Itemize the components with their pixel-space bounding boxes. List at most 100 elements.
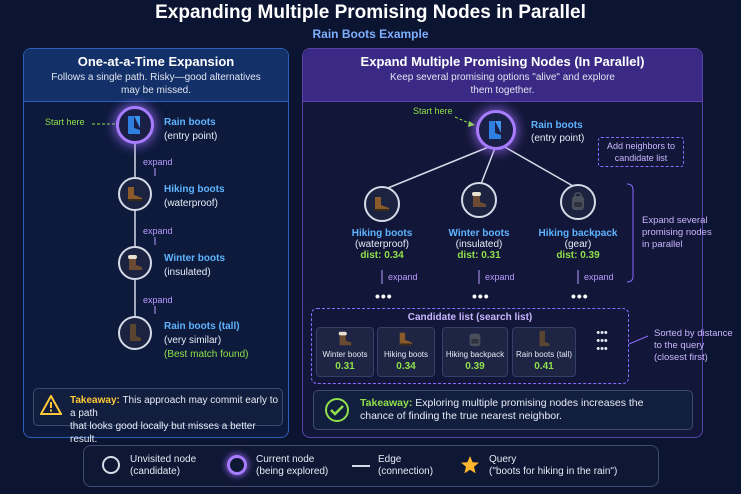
left-node-1-label: Rain boots <box>164 117 216 128</box>
left-node-hiking-boots <box>118 177 152 211</box>
right-child-2-dist: dist: 0.31 <box>457 250 501 261</box>
left-desc-line-1: Follows a single path. Risky—good altern… <box>51 72 261 83</box>
right-start-label: Start here <box>413 106 453 116</box>
add-note-line-2: candidate list <box>614 153 668 163</box>
left-node-4-label: Rain boots (tall) <box>164 321 240 332</box>
candidate-card: Rain boots (tall) 0.41 <box>512 327 576 377</box>
right-dots-1: ••• <box>375 288 393 304</box>
winter-boot-icon <box>128 255 142 270</box>
side-note-line-1: Expand several <box>642 215 708 226</box>
winter-boot-icon <box>338 331 352 346</box>
check-circle-icon <box>325 398 349 422</box>
right-takeaway-line-2: chance of finding the true nearest neigh… <box>360 410 562 422</box>
tall-rain-boot-icon <box>130 324 141 341</box>
right-child-2-label: Winter boots <box>448 228 510 239</box>
right-start-arrowhead <box>468 121 475 127</box>
candidate-list-title: Candidate list (search list) <box>407 312 533 323</box>
right-child-1-sub: (waterproof) <box>355 239 409 250</box>
candidate-name: Winter boots <box>322 350 368 359</box>
legend-query-line-1: Query <box>489 454 517 465</box>
hiking-boot-icon <box>128 187 142 201</box>
warning-icon <box>40 395 62 415</box>
left-desc-line-2: may be missed. <box>120 85 192 96</box>
sort-note-line-1: Sorted by distance <box>654 328 733 339</box>
right-child-3-text: Hiking backpack (gear) dist: 0.39 <box>538 228 618 261</box>
add-note-line-1: Add neighbors to <box>606 141 676 151</box>
hiking-boot-icon <box>399 332 413 346</box>
legend-edge-line-2: (connection) <box>378 466 434 477</box>
right-panel-header: Expand Multiple Promising Nodes (In Para… <box>303 49 702 102</box>
candidate-name: Rain boots (tall) <box>515 350 573 359</box>
right-expand-1: expand <box>388 272 418 282</box>
right-child-1-dist: dist: 0.34 <box>360 250 404 261</box>
left-takeaway-label: Takeaway: <box>70 395 120 406</box>
left-takeaway-line-2: that looks good locally but misses a bet… <box>70 421 256 445</box>
left-panel-title: One-at-a-Time Expansion <box>77 54 235 69</box>
right-child-3-dist: dist: 0.39 <box>556 250 600 261</box>
sort-note-line-3: (closest first) <box>654 352 708 363</box>
left-node-winter-boots <box>118 246 152 280</box>
right-node-rain-boots <box>476 110 516 150</box>
legend-current-line-1: Current node <box>256 454 315 465</box>
right-dots-2: ••• <box>472 288 490 304</box>
left-expand-1: expand <box>143 157 173 167</box>
legend-edge: Edge (connection) <box>378 454 433 478</box>
right-dots-3: ••• <box>571 288 589 304</box>
right-node-hiking-backpack <box>560 184 596 220</box>
diagram-subtitle: Rain Boots Example <box>312 27 429 41</box>
backpack-icon <box>572 192 584 210</box>
candidate-list-box: Candidate list (search list) Winter boot… <box>311 308 629 384</box>
legend-query: Query ("boots for hiking in the rain") <box>489 454 617 478</box>
left-takeaway-box: Takeaway: This approach may commit early… <box>33 388 283 445</box>
hiking-boot-icon <box>375 197 389 211</box>
left-node-2-label: Hiking boots <box>164 184 225 195</box>
candidate-more: ••• ••• ••• <box>588 328 616 375</box>
candidate-dist: 0.39 <box>465 361 485 372</box>
side-note-line-2: promising nodes <box>642 227 712 238</box>
right-takeaway-line-1: Exploring multiple promising nodes incre… <box>415 397 644 409</box>
right-child-2-sub: (insulated) <box>455 239 503 250</box>
legend-current: Current node (being explored) <box>256 454 328 478</box>
add-neighbors-note: Add neighbors to candidate list <box>598 137 684 167</box>
legend-current-line-2: (being explored) <box>256 466 329 477</box>
right-root-sub: (entry point) <box>531 133 585 144</box>
star-icon <box>461 456 479 474</box>
candidate-card: Hiking boots 0.34 <box>377 327 435 377</box>
left-node-4-sub: (very similar) <box>164 335 222 346</box>
left-node-3-label: Winter boots <box>164 253 226 264</box>
sort-note-connector <box>628 335 649 345</box>
left-panel-header: One-at-a-Time Expansion Follows a single… <box>24 49 288 102</box>
side-note-line-3: in parallel <box>642 239 683 250</box>
candidate-card: Hiking backpack 0.39 <box>442 327 508 377</box>
candidate-name: Hiking backpack <box>445 350 505 359</box>
left-start-label: Start here <box>45 117 85 127</box>
left-panel-description: Follows a single path. Risky—good altern… <box>24 71 288 97</box>
sort-note: Sorted by distance to the query (closest… <box>654 328 733 364</box>
candidate-dist: 0.41 <box>534 361 554 372</box>
left-node-rain-boots <box>116 106 154 144</box>
left-takeaway-line-1: This approach may commit early to a path <box>70 395 279 419</box>
legend-edge-line-1: Edge <box>378 454 402 465</box>
diagram-title: Expanding Multiple Promising Nodes in Pa… <box>155 2 586 23</box>
left-expand-2: expand <box>143 226 173 236</box>
right-panel-title: Expand Multiple Promising Nodes (In Para… <box>360 54 645 69</box>
legend-query-line-2: ("boots for hiking in the rain") <box>489 466 618 477</box>
right-expand-2: expand <box>485 272 515 282</box>
left-node-1-sub: (entry point) <box>164 131 218 142</box>
right-root-label: Rain boots <box>531 120 583 131</box>
right-edge-1 <box>382 145 492 191</box>
candidate-card: Winter boots 0.31 <box>316 327 374 377</box>
candidate-more-row-2: ••• <box>596 335 608 347</box>
current-node-icon <box>227 455 247 475</box>
rain-boot-icon <box>128 116 140 134</box>
right-child-1-text: Hiking boots (waterproof) dist: 0.34 <box>342 228 422 261</box>
edge-icon <box>352 465 370 467</box>
right-start-arrow <box>454 116 472 125</box>
right-child-2-text: Winter boots (insulated) dist: 0.31 <box>439 228 519 261</box>
right-child-3-label: Hiking backpack <box>538 228 618 239</box>
sort-note-line-2: to the query <box>654 340 705 351</box>
right-desc-line-2: them together. <box>470 85 535 96</box>
rain-boot-icon <box>489 121 501 139</box>
right-desc-line-1: Keep several promising options "alive" a… <box>389 72 615 83</box>
